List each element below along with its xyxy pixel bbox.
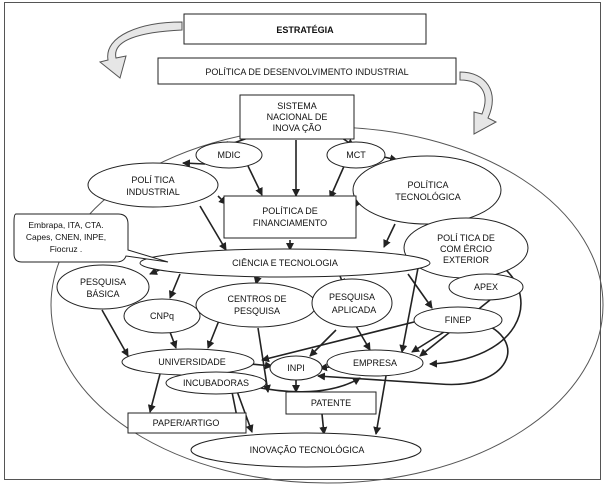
apex-label: APEX [474, 282, 498, 292]
arrow-cnpq-to-universidade [169, 331, 178, 349]
cnpq-ellipse [123, 298, 201, 334]
politica-financiamento-label-2: FINANCIAMENTO [253, 218, 327, 228]
institutos-label-3: Fiocruz . [50, 244, 83, 254]
arrow-finep-curve-to-inpi [317, 321, 509, 386]
arrow-empresa-to-inovacao [373, 375, 387, 435]
pesquisa-basica-label-2: BÁSICA [86, 289, 119, 299]
arrow-finep-to-universidade [261, 321, 415, 363]
sistema-nacional-label-3: INOVA ÇÃO [273, 123, 322, 133]
finep-label: FINEP [445, 315, 472, 325]
cnpq-label: CNPq [150, 311, 174, 321]
sistema-nacional-label-2: NACIONAL DE [267, 112, 328, 122]
arrow-patente-to-inovacao [319, 413, 328, 435]
inpi-ellipse [269, 355, 323, 381]
institutos-label-1: Embrapa, ITA, CTA. [28, 220, 103, 230]
sistema-nacional-label-1: SISTEMA [277, 101, 317, 111]
politica-financiamento-box [223, 195, 357, 239]
patente-box [285, 391, 377, 415]
incubadoras-ellipse [165, 371, 267, 395]
politica-comercio-label-3: EXTERIOR [443, 255, 490, 265]
arrow-pesquisa-aplicada-to-empresa [355, 325, 371, 351]
arrow-mct-to-financiamento [329, 163, 346, 199]
pesquisa-basica-label-1: PESQUISA [80, 277, 126, 287]
mct-label: MCT [346, 150, 366, 160]
apex-ellipse [448, 273, 524, 301]
centros-pesquisa-ellipse [195, 282, 317, 328]
politica-tecnologica-label-2: TECNOLÓGICA [395, 192, 461, 202]
arrow-pesquisa-basica-to-universidade [101, 309, 129, 357]
ciencia-tecnologia-label: CIÊNCIA E TECNOLOGIA [232, 258, 338, 268]
pesquisa-aplicada-label-1: PESQUISA [329, 292, 375, 302]
politica-comercio-label-1: POLÍ TICA DE [437, 233, 495, 243]
arrow-pesquisa-aplicada-to-inpi [309, 329, 337, 357]
arrow-centros-to-universidade [206, 317, 221, 349]
arrow-universidade-to-paper [147, 373, 161, 413]
politica-tecnologica-label-1: POLÍTICA [407, 180, 448, 190]
arrow-ciencia-to-cnpq [169, 273, 181, 299]
politica-tecnologica-ellipse [352, 155, 502, 225]
arrow-centros-to-patente [257, 327, 271, 393]
politica-desenvolvimento-box [157, 57, 457, 85]
arrow-pol-comercio-to-empresa [399, 267, 419, 353]
paper-artigo-box [127, 412, 247, 434]
estrategia-box [183, 13, 427, 45]
politica-desenvolvimento-label: POLÍTICA DE DESENVOLVIMENTO INDUSTRIAL [205, 67, 408, 77]
politica-comercio-label-2: COM ÉRCIO [440, 244, 492, 254]
empresa-ellipse [326, 349, 424, 377]
politica-financiamento-label-1: POLÍTICA DE [262, 206, 318, 216]
pesquisa-aplicada-label-2: APLICADA [332, 305, 377, 315]
pesquisa-basica-ellipse [56, 264, 150, 310]
incubadoras-label: INCUBADORAS [183, 378, 249, 388]
arrow-mdic-to-financiamento [247, 165, 263, 196]
arrow-universidade-to-inpi [249, 361, 273, 370]
centros-pesquisa-label-2: PESQUISA [234, 306, 280, 316]
diagram-frame [4, 2, 601, 480]
pesquisa-aplicada-ellipse [311, 278, 393, 328]
arrow-pol-tecnologica-to-ciencia [383, 223, 396, 248]
arrow-finep-to-empresa [411, 331, 445, 353]
arrow-ciencia-to-finep [407, 273, 433, 309]
patente-label: PATENTE [311, 398, 351, 408]
paper-artigo-label: PAPER/ARTIGO [153, 418, 220, 428]
institutos-label-2: Capes, CNEN, INPE, [26, 232, 106, 242]
mct-ellipse [326, 141, 386, 169]
mdic-ellipse [195, 141, 263, 169]
mdic-label: MDIC [218, 150, 241, 160]
ciencia-tecnologia-ellipse [139, 248, 431, 278]
empresa-label: EMPRESA [353, 358, 397, 368]
politica-industrial-label-1: POLÍ TICA [131, 175, 174, 185]
inovacao-tecnologica-label: INOVAÇÃO TECNOLÓGICA [250, 445, 365, 455]
institutos-callout [13, 213, 169, 263]
centros-pesquisa-label-1: CENTROS DE [227, 294, 286, 304]
politica-industrial-label-2: INDUSTRIAL [126, 187, 180, 197]
inpi-label: INPI [287, 363, 305, 373]
politica-industrial-ellipse [87, 162, 219, 208]
curved-arrow-left [98, 21, 183, 79]
inovacao-tecnologica-ellipse [190, 432, 422, 468]
sistema-nacional-box [239, 94, 355, 140]
finep-ellipse [413, 306, 503, 334]
arrow-mdic-to-pol-industrial [182, 159, 206, 168]
arrow-pol-industrial-to-ciencia [199, 205, 227, 251]
universidade-label: UNIVERSIDADE [158, 357, 226, 367]
curved-arrow-right [459, 71, 498, 135]
estrategia-label: ESTRATÉGIA [276, 25, 334, 35]
